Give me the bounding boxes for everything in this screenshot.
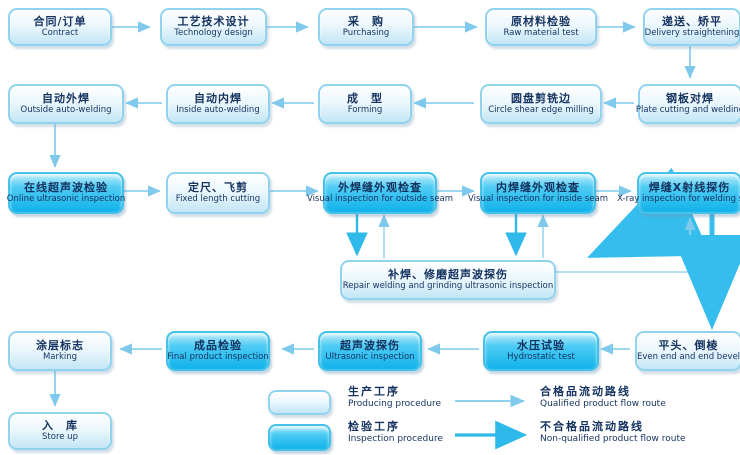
- node-circle-shear-edge-milling-zh: 圆盘剪铣边: [511, 91, 571, 105]
- node-repair-welding: 补焊、修磨超声波探伤 Repair welding and grinding u…: [340, 260, 556, 300]
- node-outside-auto-welding-zh: 自动外焊: [42, 91, 90, 105]
- node-store-up-zh: 入 库: [42, 418, 78, 432]
- legend-non-qualified-label: 不合格品流动路线 Non-qualified product flow rout…: [540, 420, 686, 445]
- node-ultrasonic-inspection: 超声波探伤 Ultrasonic inspection: [318, 331, 422, 371]
- node-xray-inspection: 焊缝X射线探伤 X-ray inspection for welding sea…: [617, 172, 740, 214]
- legend-non-qualified-en: Non-qualified product flow route: [540, 433, 686, 444]
- node-online-ultrasonic-inspection: 在线超声波检验 Online ultrasonic inspection: [6, 172, 126, 214]
- node-xray-inspection-zh: 焊缝X射线探伤: [648, 180, 731, 194]
- legend-inspection-en: Inspection procedure: [348, 433, 444, 444]
- node-visual-outside-seam-en: Visual inspection for outside seam: [306, 194, 454, 205]
- node-final-product-inspection-zh: 成品检验: [194, 338, 242, 352]
- node-xray-inspection-en: X-ray inspection for welding seam: [617, 194, 740, 205]
- node-hydrostatic-test-zh: 水压试验: [517, 338, 565, 352]
- node-purchasing-zh: 采 购: [348, 14, 384, 28]
- node-technology-design-en: Technology design: [174, 28, 253, 39]
- node-circle-shear-edge-milling: 圆盘剪铣边 Circle shear edge milling: [480, 84, 602, 124]
- node-visual-inside-seam-zh: 内焊缝外观检查: [496, 180, 580, 194]
- node-repair-welding-en: Repair welding and grinding ultrasonic i…: [342, 281, 554, 292]
- node-contract: 合同/订单 Contract: [8, 8, 112, 46]
- node-store-up: 入 库 Store up: [8, 412, 112, 450]
- node-contract-en: Contract: [41, 28, 79, 39]
- node-ultrasonic-inspection-zh: 超声波探伤: [340, 338, 400, 352]
- node-fixed-length-cutting-en: Fixed length cutting: [175, 194, 261, 205]
- node-ultrasonic-inspection-en: Ultrasonic inspection: [325, 352, 415, 363]
- node-outside-auto-welding: 自动外焊 Outside auto-welding: [8, 84, 124, 124]
- node-inside-auto-welding-zh: 自动内焊: [194, 91, 242, 105]
- legend-non-qualified-zh: 不合格品流动路线: [540, 420, 644, 433]
- legend-producing-en: Producing procedure: [348, 398, 442, 409]
- node-marking: 涂层标志 Marking: [8, 331, 112, 371]
- node-store-up-en: Store up: [42, 432, 78, 443]
- node-purchasing-en: Purchasing: [342, 28, 390, 39]
- node-raw-material-test-en: Raw material test: [503, 28, 579, 39]
- legend-inspection-zh: 检验工序: [348, 420, 400, 433]
- node-repair-welding-zh: 补焊、修磨超声波探伤: [388, 267, 508, 281]
- node-forming-en: Forming: [347, 105, 383, 116]
- legend-qualified-label: 合格品流动路线 Qualified product flow route: [540, 385, 666, 410]
- legend-producing-label: 生产工序 Producing procedure: [348, 385, 441, 410]
- node-raw-material-test: 原材料检验 Raw material test: [485, 8, 597, 46]
- node-inside-auto-welding: 自动内焊 Inside auto-welding: [166, 84, 270, 124]
- node-forming: 成 型 Forming: [318, 84, 412, 124]
- legend-producing-zh: 生产工序: [348, 385, 400, 398]
- node-hydrostatic-test-en: Hydrostatic test: [507, 352, 575, 363]
- node-fixed-length-cutting-zh: 定尺、飞剪: [188, 180, 248, 194]
- node-marking-en: Marking: [42, 352, 78, 363]
- node-visual-outside-seam-zh: 外焊缝外观检查: [338, 180, 422, 194]
- node-technology-design-zh: 工艺技术设计: [177, 14, 250, 28]
- node-purchasing: 采 购 Purchasing: [318, 8, 414, 46]
- node-contract-zh: 合同/订单: [33, 14, 87, 28]
- node-forming-zh: 成 型: [347, 91, 383, 105]
- node-online-ultrasonic-inspection-zh: 在线超声波检验: [24, 180, 108, 194]
- node-fixed-length-cutting: 定尺、飞剪 Fixed length cutting: [166, 172, 270, 214]
- node-outside-auto-welding-en: Outside auto-welding: [20, 105, 112, 116]
- node-plate-cutting-welding-en: Plate cutting and welding: [635, 105, 740, 116]
- node-delivery-straightening-zh: 递送、矫平: [662, 14, 722, 28]
- node-even-end-bevel-zh: 平头、倒棱: [658, 338, 719, 352]
- node-raw-material-test-zh: 原材料检验: [511, 14, 571, 28]
- legend-qualified-zh: 合格品流动路线: [540, 385, 631, 398]
- node-technology-design: 工艺技术设计 Technology design: [160, 8, 267, 46]
- node-marking-zh: 涂层标志: [36, 338, 84, 352]
- legend-inspection-box-sample: [268, 424, 331, 451]
- legend-producing-box-sample: [268, 390, 331, 415]
- node-plate-cutting-welding: 钢板对焊 Plate cutting and welding: [635, 84, 740, 124]
- legend-inspection-label: 检验工序 Inspection procedure: [348, 420, 443, 445]
- node-visual-inside-seam: 内焊缝外观检查 Visual inspection for inside sea…: [468, 172, 608, 214]
- node-final-product-inspection: 成品检验 Final product inspection: [166, 331, 270, 371]
- node-delivery-straightening: 递送、矫平 Delivery straightening: [643, 8, 740, 46]
- legend-qualified-en: Qualified product flow route: [540, 398, 666, 409]
- node-online-ultrasonic-inspection-en: Online ultrasonic inspection: [6, 194, 126, 205]
- arrow-xray-to-repair: [587, 167, 711, 258]
- node-circle-shear-edge-milling-en: Circle shear edge milling: [488, 105, 594, 116]
- node-visual-outside-seam: 外焊缝外观检查 Visual inspection for outside se…: [307, 172, 453, 214]
- node-delivery-straightening-en: Delivery straightening: [644, 28, 740, 39]
- node-inside-auto-welding-en: Inside auto-welding: [176, 105, 260, 116]
- node-even-end-bevel-en: Even end and end bevel: [636, 352, 740, 363]
- node-visual-inside-seam-en: Visual inspection for inside seam: [468, 194, 608, 205]
- node-even-end-bevel: 平头、倒棱 Even end and end bevel: [635, 331, 740, 371]
- node-final-product-inspection-en: Final product inspection: [167, 352, 269, 363]
- node-hydrostatic-test: 水压试验 Hydrostatic test: [483, 331, 599, 371]
- node-plate-cutting-welding-zh: 钢板对焊: [666, 91, 714, 105]
